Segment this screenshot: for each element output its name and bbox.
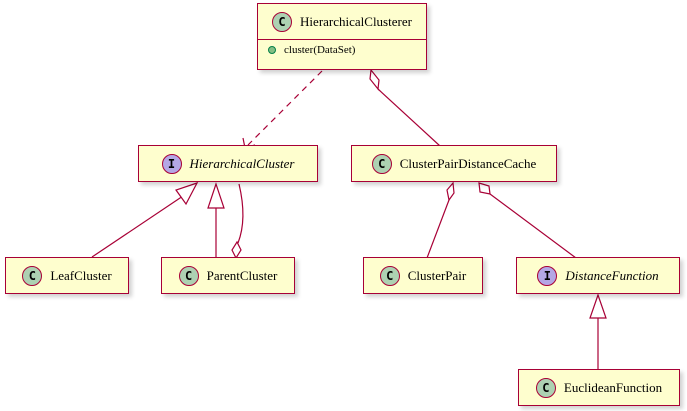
class-header: C EuclideanFunction <box>519 370 679 405</box>
class-header: C HierarchicalClusterer <box>258 4 426 40</box>
interface-name: DistanceFunction <box>565 267 659 283</box>
class-badge-icon: C <box>379 265 400 286</box>
class-name: HierarchicalClusterer <box>300 13 412 29</box>
class-name: ParentCluster <box>206 267 278 283</box>
interface-hierarchical-cluster[interactable]: I HierarchicalCluster <box>138 145 318 182</box>
class-badge-icon: C <box>535 377 556 398</box>
class-badge-icon: C <box>371 153 392 174</box>
class-hierarchical-clusterer[interactable]: C HierarchicalClusterer cluster(DataSet) <box>257 3 427 70</box>
class-name: EuclideanFunction <box>563 379 663 395</box>
class-cluster-pair-distance-cache[interactable]: C ClusterPairDistanceCache <box>351 145 557 182</box>
class-name: ClusterPairDistanceCache <box>399 155 537 171</box>
edge-leaf-to-hierarchical-cluster <box>91 181 199 258</box>
class-members: cluster(DataSet) <box>258 40 426 56</box>
edge-parent-aggregates-hierarchical-cluster <box>231 183 244 260</box>
class-name: LeafCluster <box>50 267 112 283</box>
class-badge-icon: C <box>272 11 293 32</box>
class-euclidean-function[interactable]: C EuclideanFunction <box>518 369 680 406</box>
edge-cache-to-distance-function <box>478 182 577 259</box>
class-cluster-pair[interactable]: C ClusterPair <box>363 257 483 294</box>
edge-clusterer-to-cache <box>369 68 441 147</box>
interface-badge-icon: I <box>537 265 558 286</box>
class-parent-cluster[interactable]: C ParentCluster <box>161 257 295 294</box>
edge-clusterer-to-hierarchical-cluster <box>242 70 323 149</box>
class-badge-icon: C <box>178 265 199 286</box>
class-header: C ClusterPairDistanceCache <box>352 146 556 181</box>
edge-cache-to-cluster-pair <box>426 181 455 259</box>
public-method-icon <box>268 46 276 54</box>
interface-header: I DistanceFunction <box>517 258 679 293</box>
interface-badge-icon: I <box>161 153 182 174</box>
class-header: C LeafCluster <box>6 258 128 293</box>
class-header: C ClusterPair <box>364 258 482 293</box>
class-name: ClusterPair <box>407 267 467 283</box>
interface-name: HierarchicalCluster <box>189 155 295 171</box>
class-header: C ParentCluster <box>162 258 294 293</box>
edge-parent-realizes-hierarchical-cluster <box>207 182 225 257</box>
interface-header: I HierarchicalCluster <box>139 146 317 181</box>
class-badge-icon: C <box>22 265 43 286</box>
edge-euclidean-to-distance-function <box>589 293 607 370</box>
method-signature: cluster(DataSet) <box>284 44 356 56</box>
class-leaf-cluster[interactable]: C LeafCluster <box>5 257 129 294</box>
interface-distance-function[interactable]: I DistanceFunction <box>516 257 680 294</box>
